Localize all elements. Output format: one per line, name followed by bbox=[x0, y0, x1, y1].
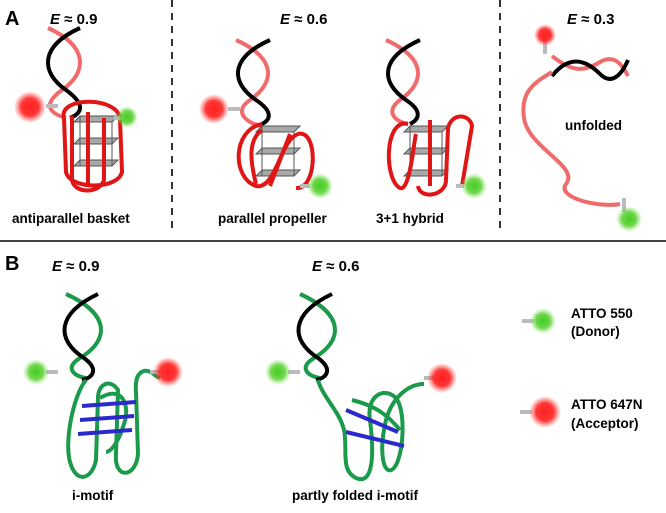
legend-donor-name: ATTO 550 bbox=[571, 306, 633, 321]
donor-dye bbox=[461, 173, 487, 199]
structure-partly-folded-imotif bbox=[288, 292, 434, 482]
fret-antiparallel: E ≈ 0.9 bbox=[50, 11, 97, 28]
caption-hybrid: 3+1 hybrid bbox=[376, 211, 444, 226]
g-quartet-stack bbox=[72, 115, 120, 167]
caption-parallel: parallel propeller bbox=[218, 211, 328, 226]
donor-dye bbox=[530, 308, 556, 334]
legend-acceptor: ATTO 647N (Acceptor) bbox=[520, 396, 643, 431]
legend-donor: ATTO 550 (Donor) bbox=[522, 306, 633, 339]
caption-imotif: i-motif bbox=[72, 488, 114, 503]
acceptor-dye bbox=[534, 24, 556, 46]
donor-dye bbox=[616, 206, 642, 232]
donor-dye bbox=[23, 359, 49, 385]
acceptor-dye bbox=[199, 94, 229, 124]
legend-acceptor-name: ATTO 647N bbox=[571, 397, 643, 412]
acceptor-dye bbox=[153, 357, 183, 387]
acceptor-dye bbox=[14, 91, 46, 123]
panel-b-label: B bbox=[5, 253, 19, 275]
structure-antiparallel-basket bbox=[45, 26, 125, 193]
structure-parallel-propeller bbox=[228, 38, 315, 190]
legend-acceptor-role: (Acceptor) bbox=[571, 416, 639, 431]
donor-dye bbox=[116, 106, 138, 128]
legend: ATTO 550 (Donor) ATTO 647N (Acceptor) bbox=[520, 306, 643, 431]
acceptor-dye bbox=[427, 363, 457, 393]
fret-parallel: E ≈ 0.6 bbox=[280, 11, 327, 28]
fret-unfolded: E ≈ 0.3 bbox=[567, 11, 614, 28]
fret-partly-folded: E ≈ 0.6 bbox=[312, 258, 359, 275]
panel-a-label: A bbox=[5, 8, 19, 30]
base-pairs bbox=[77, 400, 137, 436]
structure-imotif bbox=[46, 292, 161, 479]
acceptor-dye bbox=[529, 396, 561, 428]
base-pairs bbox=[345, 408, 405, 448]
legend-donor-role: (Donor) bbox=[571, 324, 620, 339]
structure-unfolded bbox=[521, 38, 630, 212]
caption-antiparallel: antiparallel basket bbox=[12, 211, 130, 226]
fret-imotif: E ≈ 0.9 bbox=[52, 258, 99, 275]
structure-hybrid bbox=[385, 38, 475, 197]
caption-unfolded: unfolded bbox=[565, 118, 622, 133]
g-quartet-stack bbox=[254, 125, 302, 177]
donor-dye bbox=[307, 173, 333, 199]
donor-dye bbox=[265, 359, 291, 385]
caption-partly-folded: partly folded i-motif bbox=[292, 488, 419, 503]
